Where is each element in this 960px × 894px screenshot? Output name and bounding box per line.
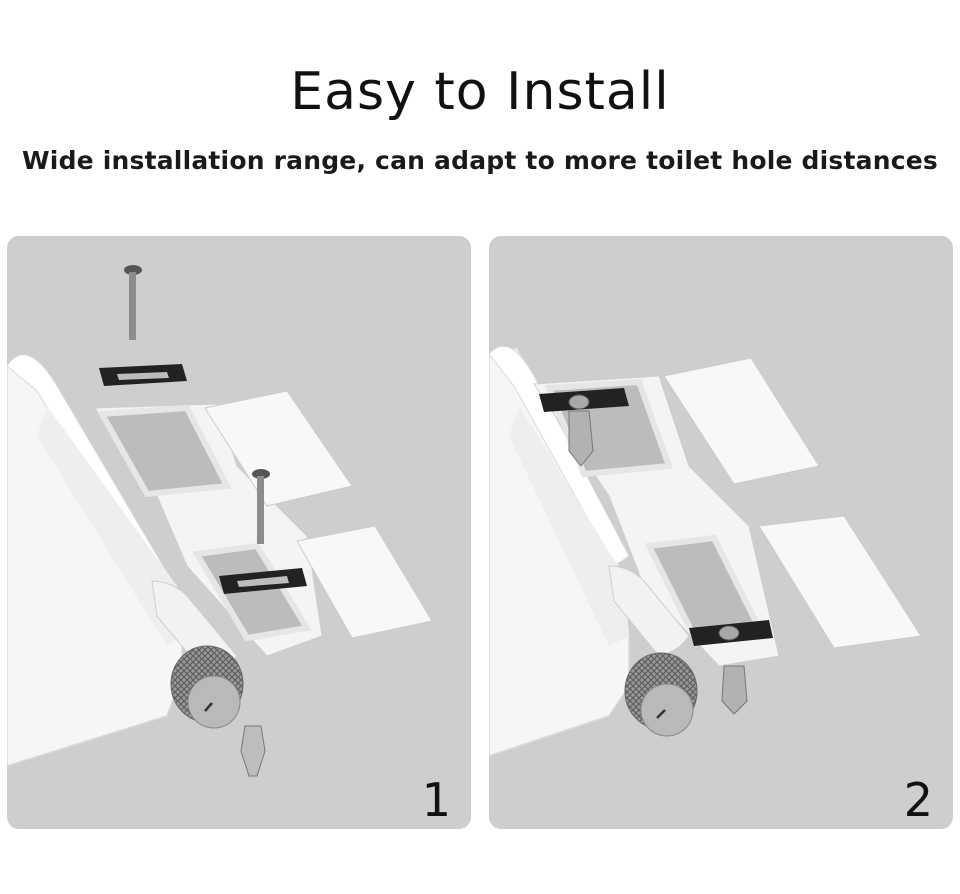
step-1-panel: 1 xyxy=(7,236,471,829)
hinge-exploded-illustration xyxy=(7,265,433,777)
step-2-panel: 2 xyxy=(489,236,953,829)
page-subtitle: Wide installation range, can adapt to mo… xyxy=(22,146,938,175)
step-number: 2 xyxy=(903,773,933,827)
hinge-assembled-illustration xyxy=(489,345,922,757)
page-title: Easy to Install xyxy=(290,62,670,122)
step-number: 1 xyxy=(421,773,451,827)
